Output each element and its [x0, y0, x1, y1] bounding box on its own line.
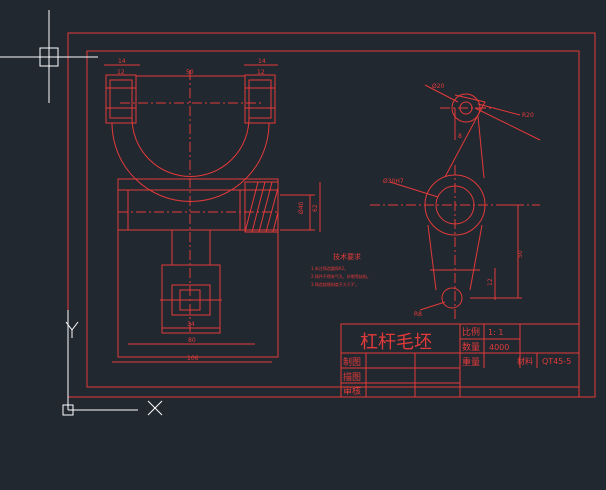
dim-top-center: 50	[186, 69, 194, 76]
dim-lever-bottom: R8	[414, 311, 422, 318]
dim-bottom-inner: 34	[187, 321, 195, 328]
dim-left-top-b: 12	[117, 69, 125, 76]
dim-lever-side: 12	[487, 278, 494, 286]
tech-req-item: 3.铸造拔模斜度不大于3°。	[311, 281, 359, 287]
drawing-title: 杠杆毛坯	[360, 332, 432, 353]
dim-right-top-b: 12	[257, 69, 265, 76]
scale-value: 1: 1	[488, 328, 503, 337]
checked-by-label: 审核	[343, 385, 361, 397]
weight-label: 重量	[462, 356, 480, 368]
dim-lever-length: 50	[517, 250, 524, 258]
crosshair-cursor-icon[interactable]	[0, 10, 98, 103]
scale-label: 比例	[462, 326, 480, 338]
technical-requirements: 技术要求 1.未注铸造圆角R2。 2.铸件不得有气孔、砂眼等缺陷。 3.铸造拔模…	[311, 252, 371, 287]
quantity-label: 数量	[462, 341, 480, 353]
front-view	[104, 64, 321, 363]
material-label: 材料	[517, 356, 533, 366]
title-block-text: 杠杆毛坯 比例 1: 1 数量 4000 重量 材料 QT45-5 制图 描图 …	[343, 326, 571, 397]
dim-right-top-a: 14	[258, 58, 266, 65]
outer-border	[67, 32, 596, 398]
drawing-sheet	[67, 32, 596, 398]
lever-view	[370, 84, 541, 320]
tech-req-heading: 技术要求	[333, 252, 361, 261]
lever-dimensions: Ø20 R20 8 Ø30H7 50 12 R8	[383, 83, 534, 318]
material-value: QT45-5	[542, 357, 571, 366]
inner-border	[86, 50, 580, 388]
front-view-dimensions: 14 12 14 12 50 Ø40 62 34 80 106	[117, 58, 319, 362]
dim-right-vertical-b: 62	[312, 204, 319, 212]
title-block	[340, 323, 580, 398]
dim-lever-top-dia: Ø20	[432, 83, 445, 90]
dim-right-vertical-a: Ø40	[298, 201, 305, 214]
dim-lever-offset: 8	[458, 133, 462, 140]
dim-bottom-mid: 80	[188, 337, 196, 344]
tech-req-item: 1.未注铸造圆角R2。	[311, 265, 348, 271]
traced-by-label: 描图	[343, 371, 361, 383]
dim-bottom-overall: 106	[187, 355, 199, 362]
dim-lever-radius: R20	[522, 112, 534, 119]
quantity-value: 4000	[489, 343, 509, 352]
dim-lever-center-dia: Ø30H7	[383, 178, 404, 185]
ucs-icon	[62, 310, 163, 416]
tech-req-item: 2.铸件不得有气孔、砂眼等缺陷。	[311, 273, 371, 279]
drawn-by-label: 制图	[343, 356, 361, 368]
dim-left-top-a: 14	[118, 58, 126, 65]
